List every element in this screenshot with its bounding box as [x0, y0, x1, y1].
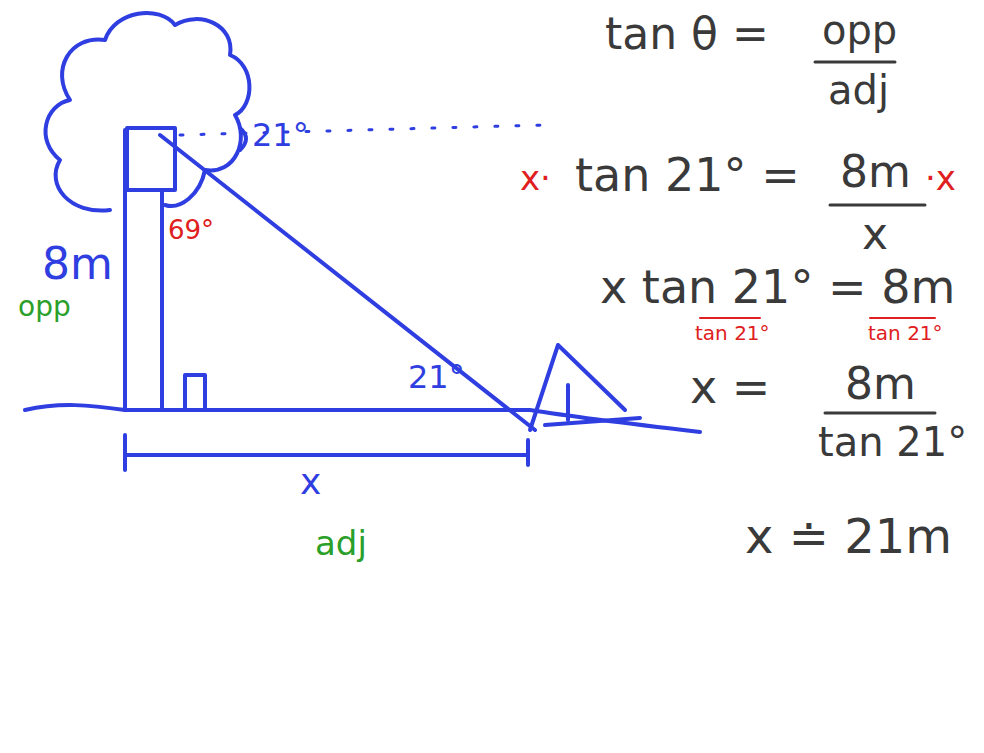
sight-line [160, 135, 535, 430]
equation-text: x = [690, 362, 770, 413]
cancel-mark [700, 317, 760, 319]
equation-text: tan 21° [818, 420, 967, 464]
side-label: opp [18, 292, 71, 323]
dimension-line [125, 435, 528, 470]
equation-text: ·x [925, 160, 956, 197]
equation-text: x tan 21° = 8m [600, 262, 955, 313]
tree-house [127, 128, 175, 190]
fraction-bar [830, 204, 925, 207]
equation-text: 8m [840, 148, 911, 196]
horizontal-dotted [180, 125, 545, 135]
angle-arc [240, 128, 246, 150]
sailboat [530, 345, 625, 430]
equation-text: x [862, 210, 888, 258]
right-angle-mark [185, 375, 205, 410]
equation-text: x· [520, 160, 551, 197]
equation-text: tan 21° [868, 322, 943, 344]
equation-text: x ≐ 21m [745, 510, 952, 563]
cancel-mark [870, 317, 935, 319]
angle-label: 21° [252, 118, 309, 153]
equation-text: tan 21° [695, 322, 770, 344]
equation-text: tan 21° = [575, 150, 800, 201]
equation-text: opp [822, 8, 897, 52]
tree-trunk [160, 190, 164, 410]
equation-text: 8m [845, 360, 916, 408]
distance-label: x [300, 462, 321, 502]
sailboat [545, 418, 640, 425]
ground-line [25, 405, 700, 432]
equation-text: tan θ = [605, 10, 769, 58]
fraction-bar [825, 412, 935, 415]
angle-label: 21° [408, 360, 465, 395]
sailboat [566, 385, 570, 420]
angle-label: 69° [166, 216, 216, 245]
height-label: 8m [42, 240, 113, 288]
fraction-bar [815, 61, 895, 64]
side-label: adj [315, 525, 367, 562]
equation-text: adj [828, 68, 889, 112]
